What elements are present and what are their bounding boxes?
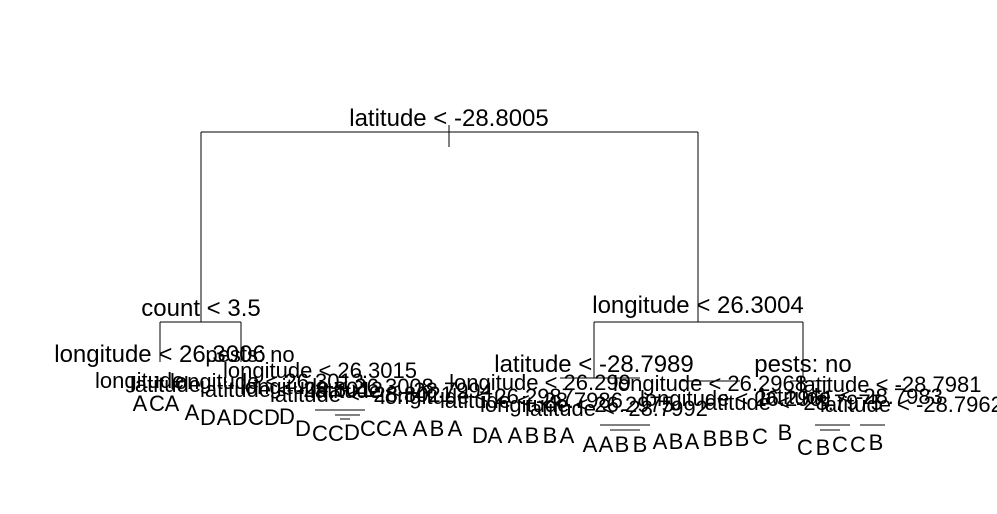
dense-label: latitude < -28.7975: [700, 390, 883, 415]
leaf-label: D: [200, 405, 216, 430]
split-label-right-right-sub: latitude < -28.7981: [799, 372, 982, 397]
leaf-label: A: [133, 391, 148, 416]
leaf-label: C: [328, 421, 344, 446]
dense-label: latitude < -28.7986: [440, 388, 623, 413]
leaf-label: B: [633, 432, 648, 457]
leaf-label: C: [797, 435, 813, 460]
leaf-label: A: [185, 400, 200, 425]
split-label-left-left: longitude < 26.3006: [54, 341, 266, 368]
leaf-label: D: [295, 416, 311, 441]
leaf-label: A: [217, 405, 232, 430]
dense-label: longitude < 26.2975: [480, 392, 674, 417]
leaf-label: B: [735, 426, 750, 451]
leaf-label: A: [488, 423, 503, 448]
dense-label: longitude < 26.3008: [240, 374, 434, 399]
dense-label: latitude < -28.7994: [310, 378, 493, 403]
leaf-label: A: [508, 423, 523, 448]
split-label-right-left-sub: longitude < 26.299: [449, 370, 631, 395]
leaf-label: B: [615, 432, 630, 457]
leaf-label: C: [376, 416, 392, 441]
dense-label: longitude < 26.3013: [170, 369, 364, 394]
leaf-label: C: [832, 432, 848, 457]
dense-label: longitude < 26.2961: [640, 386, 834, 411]
leaf-label: B: [778, 420, 793, 445]
leaf-label: C: [850, 432, 866, 457]
split-label-root: latitude < -28.8005: [349, 105, 549, 132]
leaf-label: B: [525, 423, 540, 448]
leaf-label: B: [719, 426, 734, 451]
leaf-label: A: [685, 429, 700, 454]
leaf-label: B: [669, 429, 684, 454]
dense-label: longitude < 26.2987: [380, 384, 574, 409]
leaf-label: D: [472, 423, 488, 448]
leaf-label: C: [248, 405, 264, 430]
leaf-label: D: [264, 405, 280, 430]
split-label-left-right-sub: longitude < 26.3015: [223, 358, 417, 383]
leaf-label: A: [413, 416, 428, 441]
split-label-left-right: pests: no: [205, 342, 294, 367]
dense-split-labels: longitude latitude longitude < 26.3013 l…: [95, 368, 997, 421]
dense-label: latitude: [130, 372, 201, 397]
leaf-label: D: [344, 420, 360, 445]
leaf-label: A: [393, 416, 408, 441]
split-label-right-mid-sub: longitude < 26.2968: [613, 371, 807, 396]
leaf-label: D: [232, 405, 248, 430]
dense-label: latitude < -28.8012: [200, 377, 383, 402]
leaf-label: C: [752, 424, 768, 449]
dense-label: longitude: [95, 368, 184, 393]
leaf-label: A: [653, 429, 668, 454]
leaf-label: C: [312, 421, 328, 446]
dense-label: latitude < -28.8021: [270, 382, 453, 407]
dense-label: latitude < -28.7962: [820, 392, 997, 417]
leaf-label: B: [816, 435, 831, 460]
split-label-right-left: latitude < -28.7989: [494, 351, 694, 378]
dense-branches: [315, 409, 885, 431]
leaf-label: A: [583, 432, 598, 457]
leaf-label: A: [560, 423, 575, 448]
leaf-label: D: [279, 404, 295, 429]
split-label-left: count < 3.5: [141, 295, 260, 322]
leaf-label: A: [448, 416, 463, 441]
leaf-label: A: [165, 391, 180, 416]
dense-label: latitude < -28.7983: [760, 384, 943, 409]
leaf-label: B: [703, 426, 718, 451]
split-label-right-right: pests: no: [754, 351, 851, 378]
leaf-label: C: [149, 391, 165, 416]
leaf-label: B: [430, 416, 445, 441]
leaf-label: A: [599, 432, 614, 457]
dense-label: latitude < -28.7992: [525, 396, 708, 421]
leaf-label: B: [543, 423, 558, 448]
leaf-label: B: [869, 430, 884, 455]
split-label-right: longitude < 26.3004: [592, 292, 804, 319]
leaf-label: C: [360, 416, 376, 441]
